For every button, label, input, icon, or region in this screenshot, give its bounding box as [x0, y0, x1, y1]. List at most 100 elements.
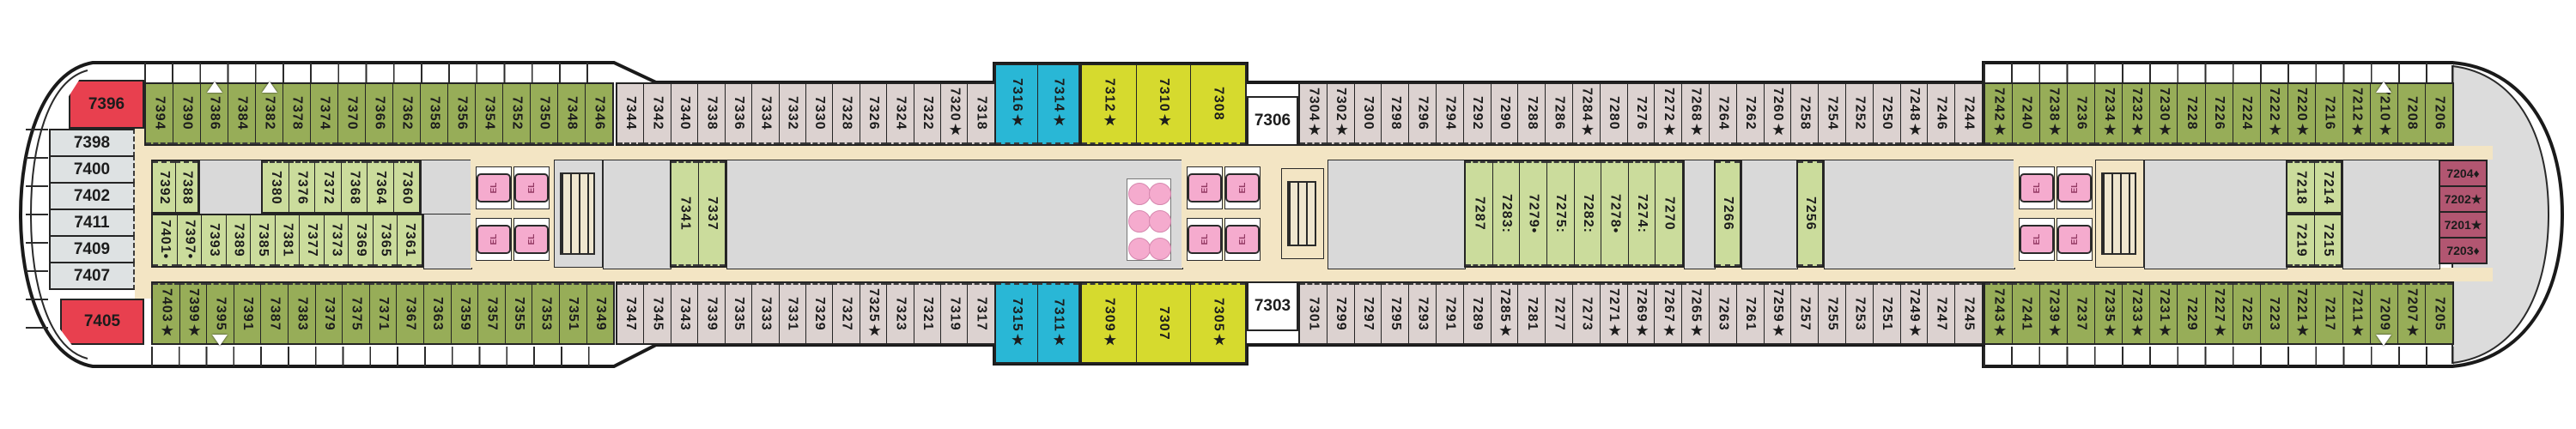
cabin-7247: 7247: [1927, 283, 1955, 343]
cabin-7302: 7302★: [1326, 84, 1354, 144]
cabin-number: 7321: [920, 297, 935, 331]
cabin-number: 7411: [74, 213, 110, 232]
cabin-number: 7204♦: [2446, 166, 2480, 180]
cabin-7220: 7220★: [2287, 84, 2315, 144]
cabin-7270: 7270: [1655, 161, 1682, 266]
cabin-number: 7209: [2377, 297, 2392, 331]
cabin-7216: 7216: [2314, 84, 2342, 144]
cabin-7321: 7321: [913, 283, 941, 343]
cabin-number: 7384: [234, 96, 250, 130]
cabin-number: 7348: [564, 96, 580, 130]
cabin-7210: 7210★: [2369, 82, 2397, 144]
cabin-number: 7332: [785, 96, 800, 130]
cabin-7249: 7249★: [1899, 283, 1928, 343]
cabin-7290: 7290: [1490, 84, 1518, 144]
cabin-number: 7214: [2320, 170, 2336, 205]
cabin-number: 7397•: [182, 220, 197, 260]
cabin-number: 7233★: [2129, 288, 2144, 340]
cabin-number: 7226: [2212, 96, 2227, 130]
elevator-icon: EL: [1187, 218, 1223, 261]
elevator-icon: EL: [2057, 218, 2093, 261]
cabin-number: 7275:: [1553, 194, 1569, 233]
cabin-7344: 7344: [617, 84, 644, 144]
cabin-number: 7239★: [2046, 288, 2062, 340]
cabin-number: 7372: [320, 170, 336, 205]
cabin-7370: 7370: [337, 84, 365, 144]
cabin-number: 7382: [262, 96, 277, 130]
cabin-7258: 7258: [1790, 84, 1819, 144]
island-gray-9: [1824, 160, 2015, 269]
cabin-7277: 7277: [1545, 283, 1572, 343]
elevator-label: EL: [2020, 173, 2054, 202]
cabin-7359: 7359: [450, 283, 478, 343]
cabin-number: 7286: [1552, 96, 1567, 130]
cabin-number: 7308: [1211, 87, 1226, 121]
cabin-7224: 7224: [2232, 84, 2260, 144]
cabin-number: 7386: [207, 96, 222, 130]
elevator-icon: EL: [1224, 166, 1261, 209]
cabin-7206: 7206: [2425, 84, 2453, 144]
cabin-7212: 7212★: [2342, 84, 2370, 144]
cabin-number: 7270: [1662, 196, 1677, 231]
island-gray-2: [421, 160, 472, 215]
cabin-number: 7409: [73, 239, 111, 258]
cabin-number: 7267★: [1661, 288, 1676, 340]
island-gray-8: [1741, 160, 1798, 269]
cabin-number: 7336: [731, 96, 746, 130]
cabin-number: 7385: [255, 222, 270, 257]
cabin-number: 7250: [1880, 96, 1895, 130]
cabin-number: 7403★: [159, 288, 174, 340]
cabin-7283: 7283:: [1492, 161, 1520, 266]
cabin-7288: 7288: [1517, 84, 1546, 144]
cabin-number: 7361: [403, 222, 418, 257]
cabin-7403: 7403★: [153, 283, 179, 343]
elevator-icon: EL: [476, 166, 512, 209]
cabin-number: 7343: [677, 297, 693, 331]
cabin-7341: 7341: [671, 161, 698, 266]
cabin-7214: 7214: [2313, 161, 2341, 212]
cabin-7275: 7275:: [1546, 161, 1574, 266]
cabin-7356: 7356: [447, 84, 475, 144]
cabin-7260: 7260★: [1763, 84, 1791, 144]
cabin-7252: 7252: [1844, 84, 1873, 144]
cabin-7390: 7390: [173, 84, 200, 144]
cabin-number: 7328: [839, 96, 854, 130]
cabin-7255: 7255: [1818, 283, 1845, 343]
island-gray-10: [2144, 160, 2287, 269]
cabin-number: 7315★: [1009, 298, 1024, 349]
cabin-number: 7243★: [1991, 288, 2007, 340]
cabin-number: 7339: [704, 297, 720, 331]
cabin-number: 7232★: [2129, 88, 2144, 139]
cabin-7336: 7336: [724, 84, 752, 144]
cabin-7285: 7285★: [1490, 283, 1518, 343]
cabin-7379: 7379: [314, 283, 343, 343]
cabin-7271: 7271★: [1599, 283, 1627, 343]
cabin-number: 7272★: [1661, 88, 1676, 139]
cabin-7304: 7304★: [1300, 84, 1327, 144]
cabin-number: 7230★: [2156, 88, 2172, 139]
cabin-number: 7208: [2404, 96, 2420, 130]
cabin-7345: 7345: [643, 283, 671, 343]
cabin-number: 7211★: [2349, 288, 2365, 340]
cabin-7335: 7335: [724, 283, 752, 343]
cabin-7215: 7215: [2313, 215, 2341, 266]
cabin-number: 7335: [731, 297, 746, 331]
cabin-7373: 7373: [323, 215, 349, 266]
cabin-number: 7323: [893, 297, 908, 331]
cabin-number: 7237: [2074, 297, 2089, 331]
cabin-7291: 7291: [1435, 283, 1463, 343]
cabin-number: 7258: [1797, 96, 1813, 130]
connecting-cabin-triangle-icon: [2376, 82, 2392, 93]
cabin-7248: 7248★: [1899, 84, 1928, 144]
elevator-label: EL: [2057, 173, 2092, 202]
cabin-number: 7327: [839, 297, 854, 331]
elevator-icon: EL: [476, 218, 512, 261]
cabin-7310: 7310★: [1135, 65, 1191, 144]
cabin-7245: 7245: [1954, 283, 1982, 343]
cabin-7365: 7365: [372, 215, 398, 266]
cabin-7254: 7254: [1818, 84, 1845, 144]
connecting-cabin-triangle-icon: [206, 82, 222, 93]
